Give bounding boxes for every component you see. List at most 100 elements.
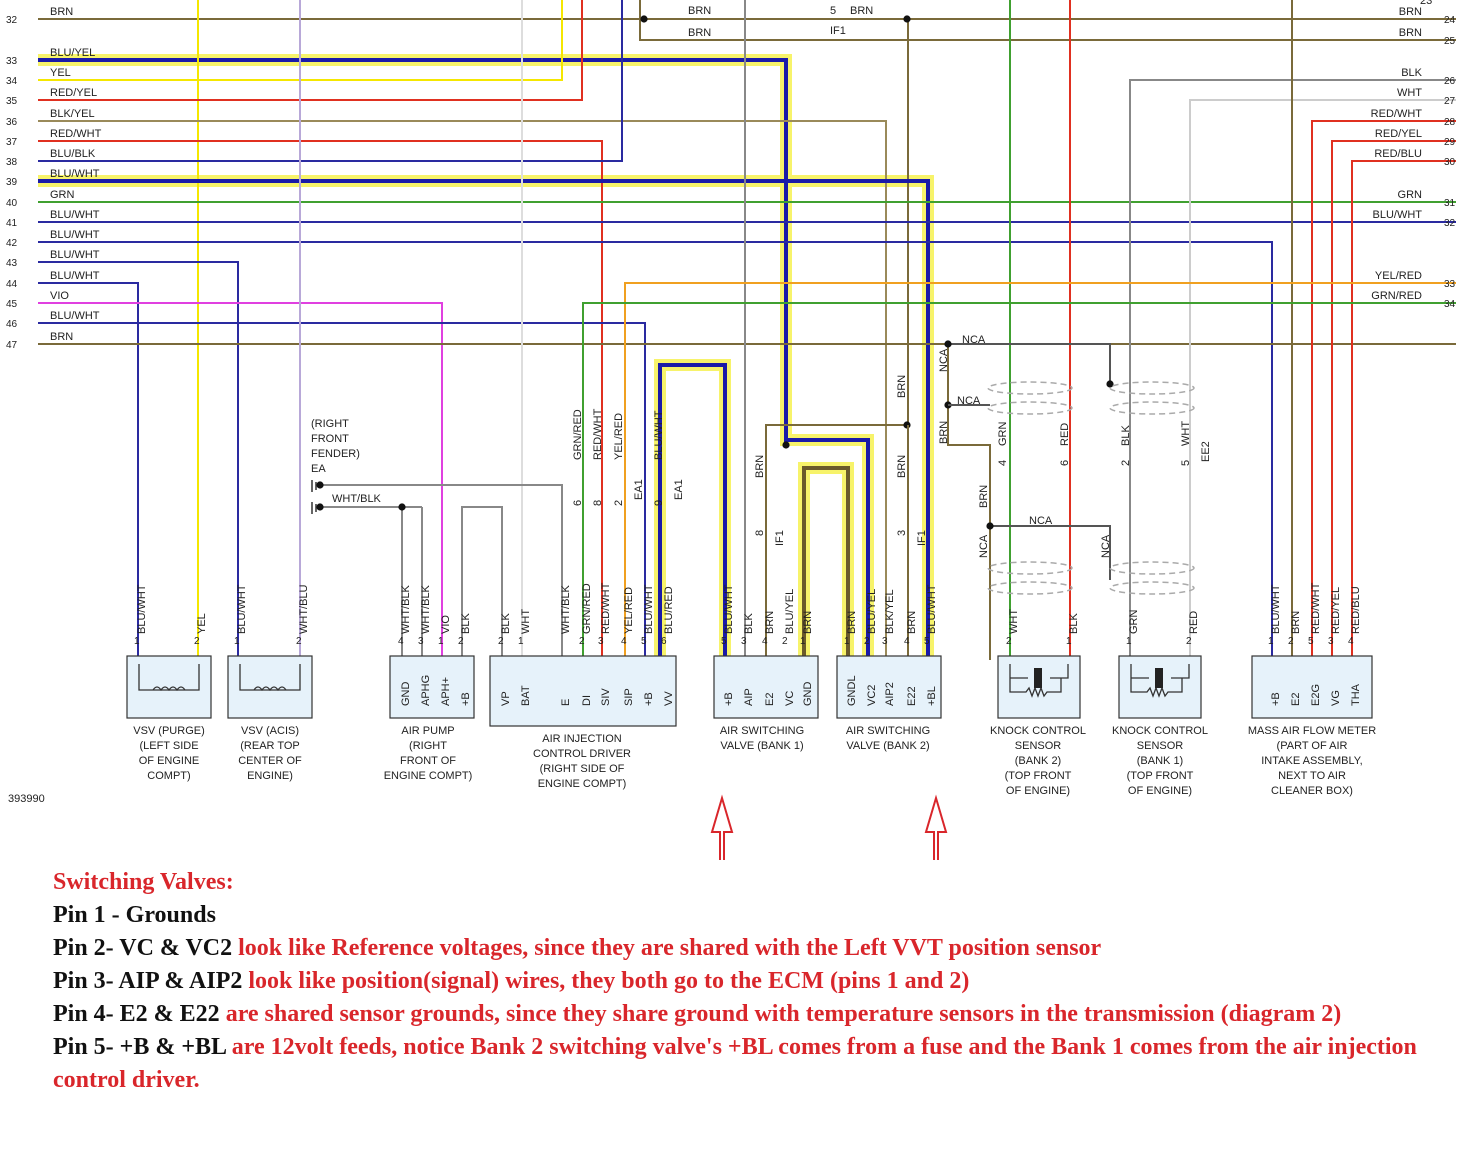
row-number: 38	[6, 157, 18, 168]
vsv-purge-pin-number: 1	[134, 636, 140, 647]
air-pump-pin-name: GND	[400, 682, 412, 707]
wire-nca-1	[948, 343, 1111, 384]
air-pump-pin-number: 1	[438, 636, 444, 647]
connector-label: 2	[1120, 460, 1132, 466]
wire-37	[38, 140, 603, 660]
row-number: 45	[6, 299, 18, 310]
wire-layer	[38, 0, 1456, 860]
connector-label: EA1	[633, 479, 645, 500]
wire-43	[38, 261, 239, 660]
highlight-path-vc	[38, 54, 874, 660]
vsv-purge-wire-color: YEL	[196, 613, 208, 634]
note-span: Pin 2- VC & VC2	[53, 935, 239, 961]
vsv-acis-pin-number: 2	[296, 636, 302, 647]
vsv-acis-label: ENGINE)	[247, 770, 293, 782]
asv-b1-pin-name: E2	[764, 693, 776, 706]
misc-label: FRONT	[311, 433, 349, 445]
connector-label: 4	[997, 460, 1009, 466]
splice-dot	[398, 503, 406, 511]
row-number: 43	[6, 258, 18, 269]
wire-34	[38, 0, 563, 81]
ks-b2-wire-color: WHT	[1008, 609, 1020, 634]
asv-b2-box	[836, 655, 942, 719]
wire-label: WHT	[1397, 87, 1422, 99]
maf-pin-name: +B	[1270, 692, 1282, 706]
note-span: Pin 4- E2 & E22	[53, 1001, 226, 1027]
aicd-wire-color: BLU/RED	[663, 586, 675, 634]
note-line: Pin 5- +B & +BL are 12volt feeds, notice…	[53, 1031, 1453, 1097]
wire-label: BLK/YEL	[50, 108, 95, 120]
vsv-acis-wire-color: WHT/BLU	[298, 584, 310, 634]
row-number: 25	[1444, 36, 1456, 47]
connector-label: 3	[896, 530, 908, 536]
air-pump-wire-color: WHT/BLK	[420, 584, 432, 634]
wire-wht-blk	[320, 506, 403, 660]
ks-b1-label: KNOCK CONTROL	[1112, 725, 1208, 737]
air-pump-label: AIR PUMP	[401, 725, 454, 737]
asv-b1-wire-color: BLU/YEL	[784, 589, 796, 634]
asv-b2-wire-color: BLU/YEL	[866, 589, 878, 634]
wire-label: BRN	[50, 6, 73, 18]
vsv-purge-box	[126, 655, 212, 719]
splice-dot	[640, 15, 648, 23]
maf-box	[1251, 655, 1373, 719]
ks-b1-label: OF ENGINE)	[1128, 785, 1192, 797]
note-line: Switching Valves:	[53, 866, 1453, 899]
connector-label: 8	[592, 500, 604, 506]
misc-label: WHT/BLK	[332, 493, 382, 505]
air-pump-wire-color: VIO	[440, 615, 452, 634]
connector-label: EA1	[673, 479, 685, 500]
note-span: Switching Valves:	[53, 869, 234, 895]
wire-label: RED/BLU	[1374, 148, 1422, 160]
vsv-acis-coil-symbol	[239, 664, 301, 692]
wire-label: RED/WHT	[1371, 108, 1423, 120]
ks-b1-label: (TOP FRONT	[1127, 770, 1194, 782]
connector-label: BRN	[896, 375, 908, 398]
maf-pin-number: 5	[1308, 636, 1314, 647]
asv-b1-pin-number: 4	[762, 636, 768, 647]
wire-label: BLK	[1401, 67, 1422, 79]
splice-dot	[316, 481, 324, 489]
maf-pin-name: THA	[1350, 683, 1362, 706]
shield-oval	[987, 401, 1073, 415]
connector-label: EE2	[1200, 441, 1212, 462]
misc-label: EA	[311, 463, 326, 475]
maf-pin-number: 4	[1348, 636, 1354, 647]
wire-label: VIO	[50, 290, 69, 302]
asv-b1-pin-number: 5	[721, 636, 727, 647]
connector-label: NCA	[978, 534, 990, 558]
air-pump-pin-number: 2	[458, 636, 464, 647]
ks-b1-pin-number: 2	[1186, 636, 1192, 647]
row-number: 40	[6, 198, 18, 209]
wire-label: YEL/RED	[1375, 270, 1422, 282]
asv-b1-pin-name: VC	[784, 691, 796, 706]
vsv-acis-box	[227, 655, 313, 719]
aicd-wire-color: BLK	[500, 613, 512, 634]
ks-b2-pin-number: 1	[1066, 636, 1072, 647]
shield-oval	[1109, 581, 1195, 595]
wire-44	[38, 282, 139, 660]
wire-label: GRN	[50, 189, 75, 201]
air-pump-wire-color: WHT/BLK	[400, 584, 412, 634]
wire-gnd-loop	[802, 466, 850, 660]
aicd-wire-color: BLU/WHT	[643, 584, 655, 634]
connector-label: IF1	[916, 530, 928, 546]
ks-b1-label: SENSOR	[1137, 740, 1184, 752]
wire-34r	[582, 302, 1456, 660]
wire-label: BLU/WHT	[1373, 209, 1423, 221]
row-number: 34	[1444, 299, 1456, 310]
note-span: Pin 3- AIP & AIP2	[53, 968, 249, 994]
wire-38	[38, 0, 623, 162]
maf-label: INTAKE ASSEMBLY,	[1261, 755, 1363, 767]
splice-dot	[986, 522, 994, 530]
note-line: Pin 3- AIP & AIP2 look like position(sig…	[53, 965, 1453, 998]
ks-b2-wire-color: BLK	[1068, 613, 1080, 634]
row-number: 35	[6, 96, 18, 107]
air-pump-pin-number: 3	[418, 636, 424, 647]
aicd-pin-number: 5	[641, 636, 647, 647]
wire-e2	[765, 424, 908, 660]
